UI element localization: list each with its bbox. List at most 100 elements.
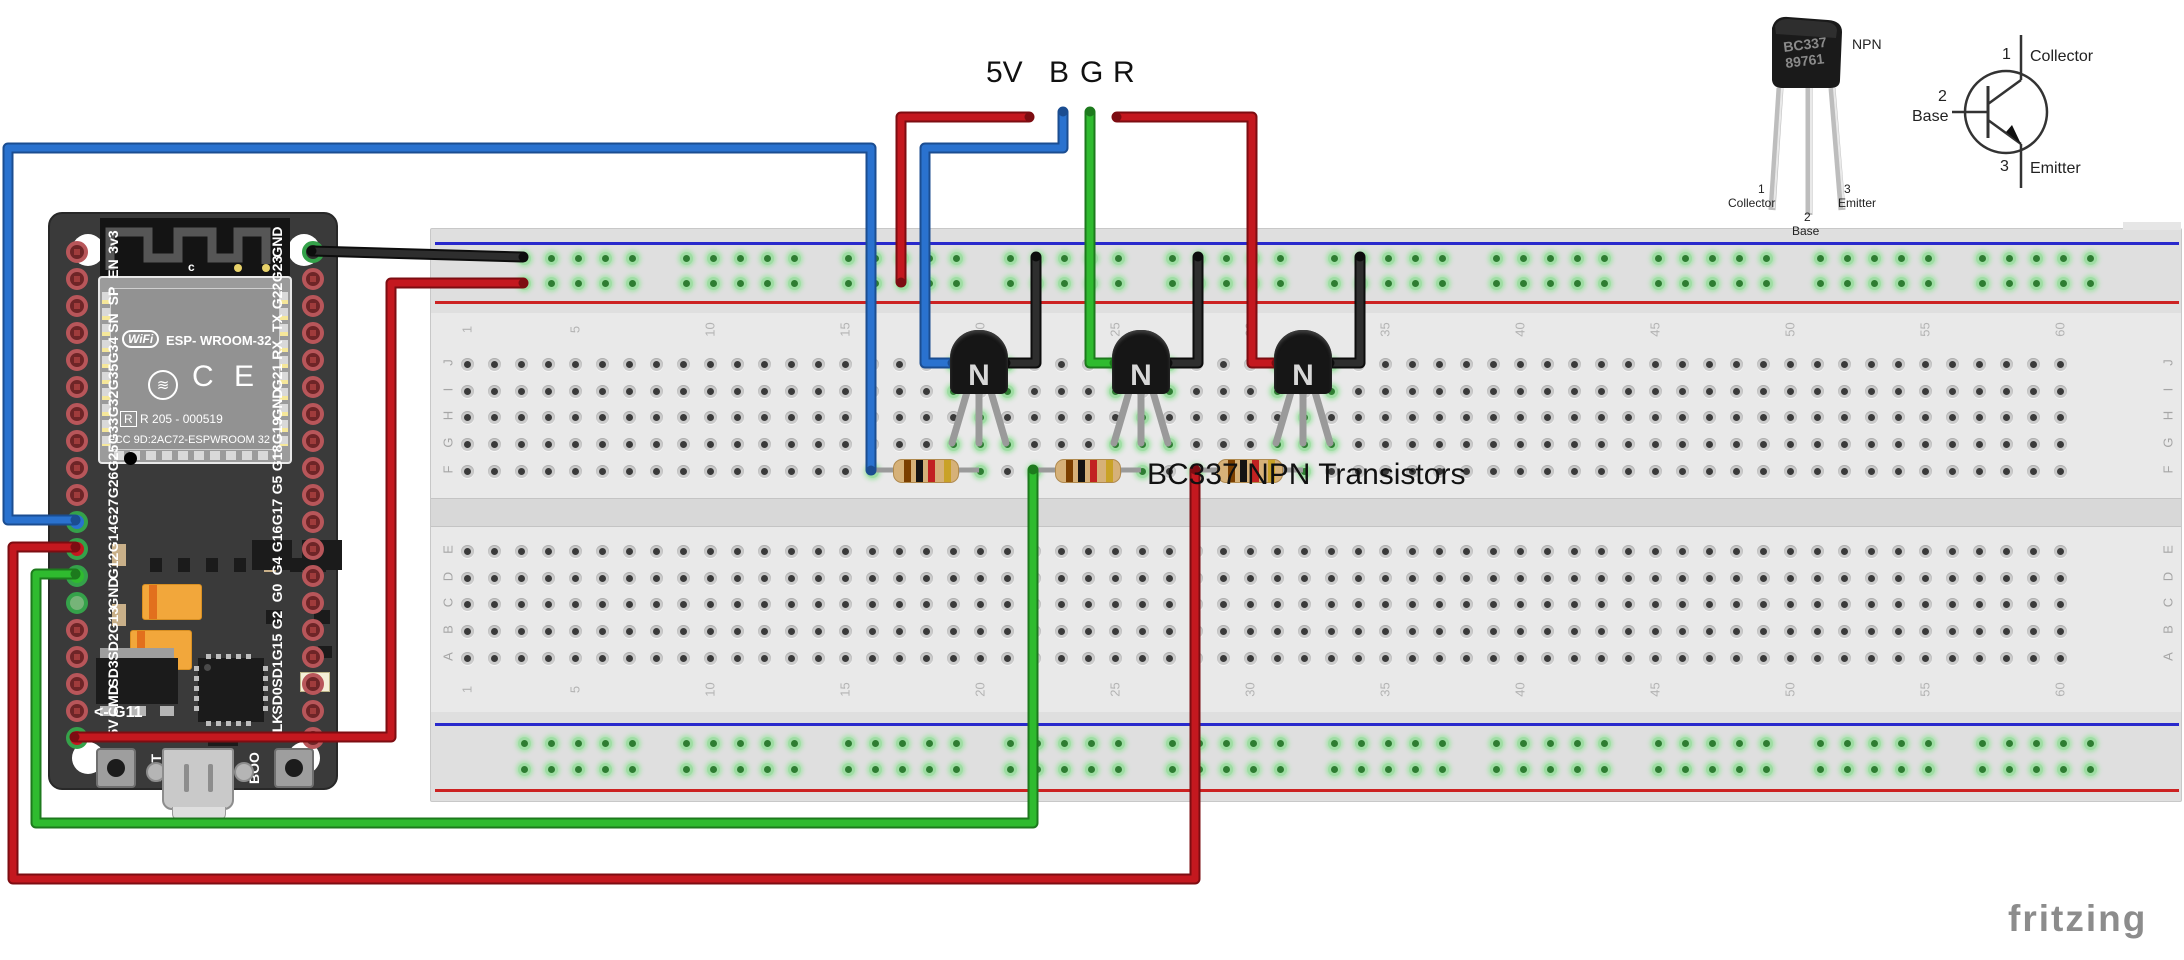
breadboard-hole[interactable] bbox=[1460, 572, 1473, 585]
breadboard-hole[interactable] bbox=[1757, 358, 1770, 371]
breadboard-hole[interactable] bbox=[731, 411, 744, 424]
breadboard-hole[interactable] bbox=[947, 572, 960, 585]
breadboard-hole[interactable] bbox=[1487, 358, 1500, 371]
esp32-pin-g23[interactable] bbox=[302, 268, 324, 290]
breadboard-hole[interactable] bbox=[1409, 277, 1422, 290]
breadboard-hole[interactable] bbox=[1946, 572, 1959, 585]
breadboard-hole[interactable] bbox=[1865, 625, 1878, 638]
breadboard-hole[interactable] bbox=[1409, 763, 1422, 776]
breadboard-hole[interactable] bbox=[1055, 598, 1068, 611]
breadboard-hole[interactable] bbox=[596, 598, 609, 611]
breadboard-hole[interactable] bbox=[1055, 438, 1068, 451]
breadboard-hole[interactable] bbox=[1946, 438, 1959, 451]
breadboard-hole[interactable] bbox=[1649, 411, 1662, 424]
breadboard-hole[interactable] bbox=[1679, 277, 1692, 290]
breadboard-hole[interactable] bbox=[1166, 252, 1179, 265]
breadboard-hole[interactable] bbox=[1190, 438, 1203, 451]
breadboard-hole[interactable] bbox=[1001, 545, 1014, 558]
breadboard-hole[interactable] bbox=[1973, 545, 1986, 558]
breadboard-hole[interactable] bbox=[515, 625, 528, 638]
breadboard-hole[interactable] bbox=[1760, 763, 1773, 776]
breadboard-hole[interactable] bbox=[1892, 545, 1905, 558]
breadboard-hole[interactable] bbox=[761, 763, 774, 776]
breadboard-hole[interactable] bbox=[1082, 385, 1095, 398]
breadboard-hole[interactable] bbox=[1001, 465, 1014, 478]
breadboard-hole[interactable] bbox=[896, 763, 909, 776]
breadboard-hole[interactable] bbox=[1217, 358, 1230, 371]
wire-B-to-q1-collector[interactable] bbox=[919, 106, 1069, 369]
breadboard-hole[interactable] bbox=[515, 465, 528, 478]
breadboard-hole[interactable] bbox=[1406, 385, 1419, 398]
breadboard-hole[interactable] bbox=[788, 277, 801, 290]
breadboard-hole[interactable] bbox=[2027, 652, 2040, 665]
breadboard-hole[interactable] bbox=[1892, 358, 1905, 371]
breadboard-hole[interactable] bbox=[758, 625, 771, 638]
breadboard-hole[interactable] bbox=[1433, 545, 1446, 558]
breadboard-hole[interactable] bbox=[1622, 385, 1635, 398]
breadboard-hole[interactable] bbox=[1919, 358, 1932, 371]
breadboard-hole[interactable] bbox=[1622, 652, 1635, 665]
breadboard-hole[interactable] bbox=[920, 438, 933, 451]
breadboard-hole[interactable] bbox=[2030, 763, 2043, 776]
breadboard-hole[interactable] bbox=[1436, 763, 1449, 776]
esp32-pin-tx[interactable] bbox=[302, 322, 324, 344]
breadboard-hole[interactable] bbox=[731, 572, 744, 585]
breadboard-hole[interactable] bbox=[461, 465, 474, 478]
breadboard-hole[interactable] bbox=[1622, 465, 1635, 478]
breadboard-hole[interactable] bbox=[677, 598, 690, 611]
breadboard-hole[interactable] bbox=[2084, 252, 2097, 265]
breadboard-hole[interactable] bbox=[950, 277, 963, 290]
breadboard-hole[interactable] bbox=[1568, 572, 1581, 585]
breadboard-hole[interactable] bbox=[2027, 625, 2040, 638]
breadboard-hole[interactable] bbox=[866, 598, 879, 611]
transistor-q3[interactable]: N bbox=[1274, 330, 1332, 394]
breadboard-hole[interactable] bbox=[545, 737, 558, 750]
breadboard-hole[interactable] bbox=[569, 465, 582, 478]
breadboard-hole[interactable] bbox=[1136, 545, 1149, 558]
breadboard-hole[interactable] bbox=[1409, 737, 1422, 750]
breadboard-hole[interactable] bbox=[1622, 411, 1635, 424]
breadboard-hole[interactable] bbox=[1163, 545, 1176, 558]
breadboard-hole[interactable] bbox=[1760, 277, 1773, 290]
breadboard-hole[interactable] bbox=[1595, 411, 1608, 424]
breadboard-hole[interactable] bbox=[1706, 277, 1719, 290]
breadboard-hole[interactable] bbox=[731, 385, 744, 398]
breadboard-hole[interactable] bbox=[923, 763, 936, 776]
breadboard-hole[interactable] bbox=[1136, 572, 1149, 585]
breadboard-hole[interactable] bbox=[893, 572, 906, 585]
breadboard-hole[interactable] bbox=[461, 411, 474, 424]
breadboard-hole[interactable] bbox=[1490, 252, 1503, 265]
breadboard-hole[interactable] bbox=[1487, 385, 1500, 398]
breadboard-hole[interactable] bbox=[1895, 277, 1908, 290]
breadboard-hole[interactable] bbox=[1028, 411, 1041, 424]
breadboard-hole[interactable] bbox=[1544, 737, 1557, 750]
breadboard-hole[interactable] bbox=[1460, 438, 1473, 451]
breadboard-hole[interactable] bbox=[893, 385, 906, 398]
breadboard-hole[interactable] bbox=[1058, 737, 1071, 750]
breadboard-hole[interactable] bbox=[2030, 252, 2043, 265]
breadboard-hole[interactable] bbox=[1892, 438, 1905, 451]
breadboard-hole[interactable] bbox=[812, 358, 825, 371]
breadboard-hole[interactable] bbox=[2003, 252, 2016, 265]
breadboard-hole[interactable] bbox=[1298, 545, 1311, 558]
breadboard-hole[interactable] bbox=[1865, 572, 1878, 585]
breadboard-hole[interactable] bbox=[677, 465, 690, 478]
breadboard-hole[interactable] bbox=[785, 385, 798, 398]
breadboard-hole[interactable] bbox=[920, 545, 933, 558]
breadboard-hole[interactable] bbox=[1379, 598, 1392, 611]
breadboard-hole[interactable] bbox=[1541, 598, 1554, 611]
breadboard-hole[interactable] bbox=[1271, 545, 1284, 558]
breadboard-hole[interactable] bbox=[731, 465, 744, 478]
breadboard-hole[interactable] bbox=[1973, 438, 1986, 451]
esp32-pin-g19[interactable] bbox=[302, 430, 324, 452]
breadboard-hole[interactable] bbox=[1328, 277, 1341, 290]
breadboard-hole[interactable] bbox=[2030, 277, 2043, 290]
breadboard-hole[interactable] bbox=[677, 572, 690, 585]
breadboard-hole[interactable] bbox=[1541, 411, 1554, 424]
breadboard-hole[interactable] bbox=[758, 358, 771, 371]
breadboard-hole[interactable] bbox=[1733, 277, 1746, 290]
breadboard-hole[interactable] bbox=[1514, 625, 1527, 638]
breadboard-hole[interactable] bbox=[1652, 277, 1665, 290]
breadboard-hole[interactable] bbox=[1244, 598, 1257, 611]
breadboard-hole[interactable] bbox=[1247, 763, 1260, 776]
